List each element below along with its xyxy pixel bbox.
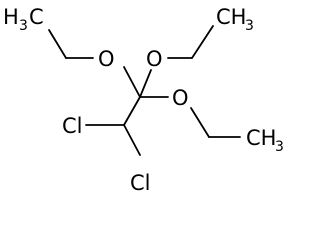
structure-diagram: H 3 C O O CH 3 O CH 3 Cl Cl bbox=[3, 5, 284, 195]
chlorine-2: Cl bbox=[130, 171, 151, 195]
bond-central-c-to-chcl2 bbox=[123, 96, 141, 126]
methyl-left-h: H bbox=[3, 5, 19, 29]
methyl-mid-ch: CH bbox=[216, 5, 246, 29]
atom-labels: H 3 C O O CH 3 O CH 3 Cl Cl bbox=[3, 5, 284, 195]
methyl-right-subscript: 3 bbox=[275, 139, 284, 155]
bond-o1-to-central-c bbox=[123, 66, 141, 98]
methyl-mid-subscript: 3 bbox=[245, 18, 254, 34]
bond-chcl2-to-cl2 bbox=[123, 124, 141, 156]
methyl-right-ch: CH bbox=[246, 126, 276, 150]
methyl-left-c: C bbox=[29, 5, 44, 29]
oxygen-2: O bbox=[146, 47, 163, 71]
bond-o3-to-ch2 bbox=[190, 107, 210, 138]
oxygen-3: O bbox=[172, 86, 189, 110]
bond-lines bbox=[48, 25, 241, 156]
bond-methyl-left-to-ch2 bbox=[48, 29, 67, 59]
oxygen-1: O bbox=[98, 47, 115, 71]
methyl-left-subscript: 3 bbox=[19, 18, 28, 34]
chlorine-1: Cl bbox=[62, 114, 83, 138]
bond-ch2-to-methyl-mid bbox=[191, 25, 214, 59]
bond-central-c-to-o2 bbox=[139, 69, 152, 98]
